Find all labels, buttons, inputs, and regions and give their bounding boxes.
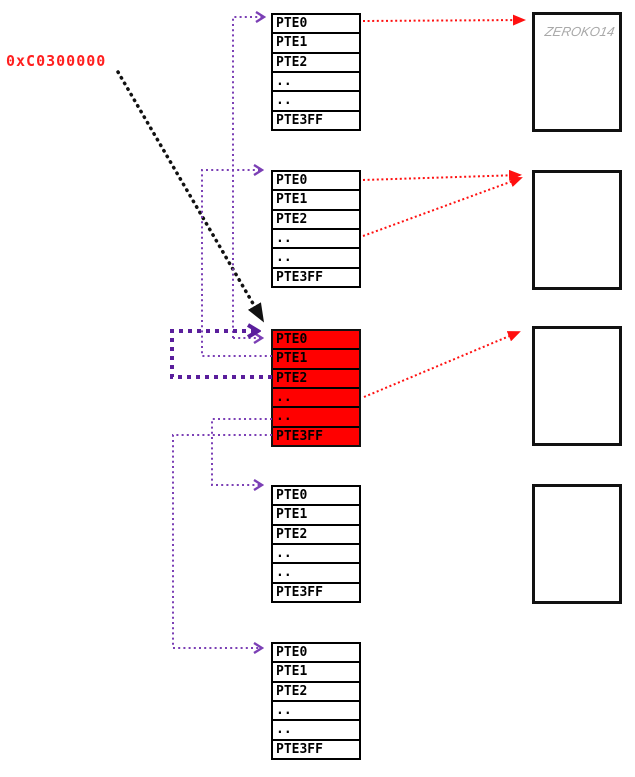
pde-dots-to-table4-arrow xyxy=(211,418,272,485)
page-frame-3 xyxy=(532,326,622,446)
pte-row: .. xyxy=(273,70,359,90)
pde0-to-table1-arrow xyxy=(232,17,264,338)
pte-row: PTE2 xyxy=(273,367,359,387)
page-table-4: PTE0 PTE1 PTE2 .. .. PTE3FF xyxy=(271,485,361,603)
page-table-2: PTE0 PTE1 PTE2 .. .. PTE3FF xyxy=(271,170,361,288)
table1-to-frame1-arrow xyxy=(362,14,526,26)
pte-row: PTE1 xyxy=(273,504,359,523)
pte-row: PTE0 xyxy=(276,16,308,32)
table2-dots-to-frame2-arrow xyxy=(362,176,523,237)
page-table-1: PTE0 PTE1 PTE2 .. .. PTE3FF xyxy=(271,13,361,131)
pte-row: PTE2 xyxy=(273,680,359,700)
pte-row: PTE3FF xyxy=(273,425,359,445)
pte-row: .. xyxy=(273,406,359,426)
pte-row: PTE2 xyxy=(273,51,359,71)
page-table-5: PTE0 PTE1 PTE2 .. .. PTE3FF xyxy=(271,642,361,760)
pte-row: PTE0 xyxy=(276,645,308,661)
pte-row: .. xyxy=(273,719,359,738)
page-directory: PTE0 PTE1 PTE2 .. .. PTE3FF xyxy=(271,329,361,447)
directory-to-frame3-arrow xyxy=(363,331,521,398)
pte-row: .. xyxy=(273,247,359,266)
watermark: ZEROKO14 xyxy=(543,24,616,39)
pte-row: PTE2 xyxy=(273,523,359,543)
page-frame-1: ZEROKO14 xyxy=(532,12,622,132)
pte-row: PTE2 xyxy=(273,208,359,228)
pte-row: .. xyxy=(273,90,359,109)
pte-row: PTE3FF xyxy=(273,581,359,601)
pte-row: PTE0 xyxy=(276,173,308,189)
address-to-directory-arrow xyxy=(116,70,265,323)
pte-row: .. xyxy=(273,699,359,719)
pte-row: PTE1 xyxy=(273,189,359,208)
pde1-to-table2-arrow xyxy=(201,170,272,357)
page-frame-2 xyxy=(532,170,622,290)
pte-row: .. xyxy=(273,227,359,247)
pte-row: PTE1 xyxy=(273,348,359,368)
pte-row: .. xyxy=(273,386,359,407)
pte-row: PTE1 xyxy=(273,661,359,680)
pte-row: PTE3FF xyxy=(273,109,359,129)
pde2-self-reference-arrow xyxy=(170,331,272,379)
pte-row: PTE0 xyxy=(276,488,308,504)
table2-pte0-to-frame2-arrow xyxy=(362,169,522,181)
pte-row: .. xyxy=(273,542,359,562)
page-frame-4 xyxy=(532,484,622,604)
pte-row: PTE0 xyxy=(273,331,359,349)
pte-row: PTE3FF xyxy=(273,738,359,758)
pte-row: PTE3FF xyxy=(273,266,359,286)
virtual-address-label: 0xC0300000 xyxy=(6,52,107,70)
pte-row: PTE1 xyxy=(273,32,359,51)
pde3ff-to-table5-arrow xyxy=(172,434,272,648)
pte-row: .. xyxy=(273,562,359,581)
